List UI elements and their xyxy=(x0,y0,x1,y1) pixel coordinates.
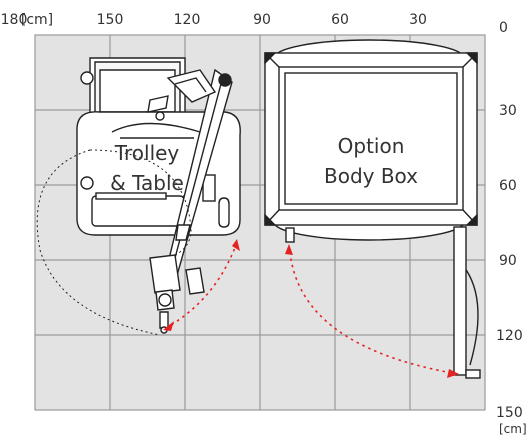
side-pole xyxy=(453,226,481,379)
right-scale: 30 60 90 120 150 [cm] xyxy=(496,103,527,436)
right-tick-120: 120 xyxy=(496,328,523,344)
top-tick-unit: [cm] xyxy=(21,12,53,28)
body-box-label-line2: Body Box xyxy=(324,164,418,188)
top-tick-30: 30 xyxy=(409,12,427,28)
arrow-head-trolley-bottom xyxy=(163,321,174,331)
trolley-swing-path xyxy=(36,149,192,336)
top-tick-180: 180 xyxy=(1,12,28,28)
top-tick-0: 0 xyxy=(499,20,508,36)
option-body-box xyxy=(264,39,478,243)
movement-arrows xyxy=(165,244,453,374)
right-tick-60: 60 xyxy=(499,178,517,194)
arrow-head-trolley-top xyxy=(232,239,240,251)
right-tick-150: 150 xyxy=(496,405,523,421)
top-tick-150: 150 xyxy=(97,12,124,28)
right-tick-30: 30 xyxy=(499,103,517,119)
body-box-label: Option Body Box xyxy=(324,134,418,188)
trolley-and-table xyxy=(76,57,241,334)
arrow-head-box-top xyxy=(285,244,293,255)
top-tick-120: 120 xyxy=(174,12,201,28)
trolley-label-line2: & Table xyxy=(110,171,184,195)
trolley-label-line1: Trolley xyxy=(114,141,180,165)
arrow-head-box-bottom xyxy=(447,369,459,378)
top-scale: [cm] 180 150 120 90 60 30 0 xyxy=(1,12,508,36)
bottom-unit: [cm] xyxy=(499,422,527,436)
right-tick-90: 90 xyxy=(499,253,517,269)
trolley-arrow xyxy=(165,244,237,329)
body-box-label-line1: Option xyxy=(338,134,405,158)
arrow-heads xyxy=(163,239,459,378)
top-tick-60: 60 xyxy=(331,12,349,28)
top-tick-90: 90 xyxy=(253,12,271,28)
body-box-arrow xyxy=(289,251,453,374)
trolley-label: Trolley & Table xyxy=(110,141,184,195)
